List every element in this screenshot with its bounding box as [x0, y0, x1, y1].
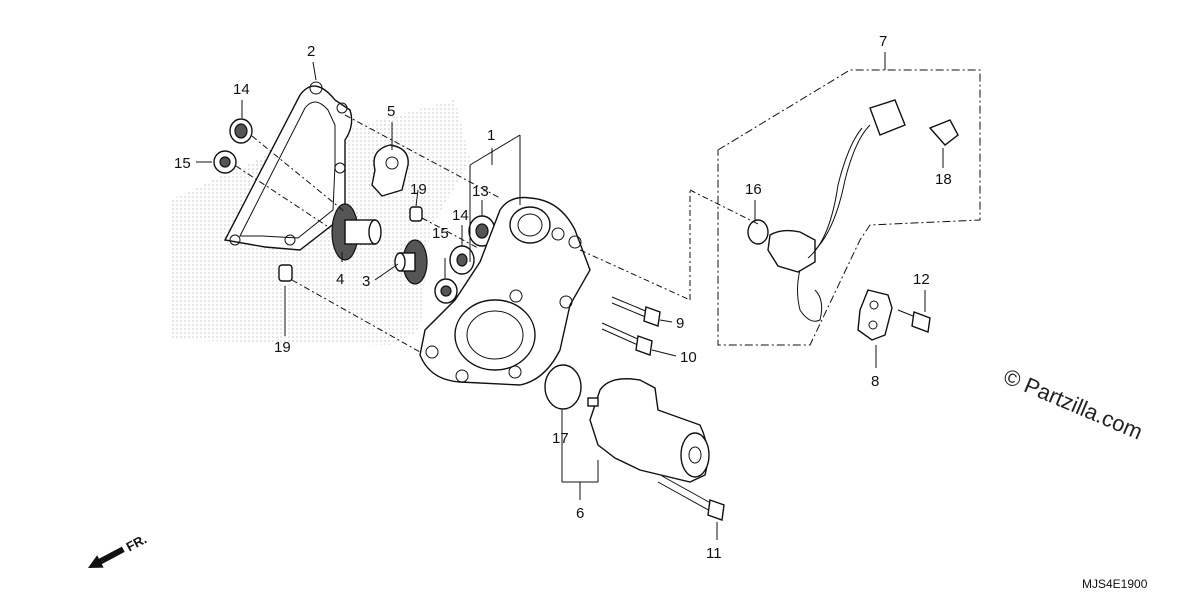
shift-angle-sensor: [767, 99, 906, 322]
dowel-pin-upper: [409, 206, 423, 222]
diagram-code: MJS4E1900: [1082, 577, 1148, 591]
bearing-center-14: [449, 245, 475, 275]
callout-9: 9: [676, 315, 684, 332]
callout-17: 17: [552, 430, 569, 447]
callout-11: 11: [706, 545, 722, 562]
bolt-9: [611, 296, 661, 327]
callout-1: 1: [487, 127, 495, 144]
bolt-11: [657, 475, 725, 521]
leader-lines: [235, 114, 761, 353]
shift-motor: [587, 378, 710, 483]
callout-6: 6: [576, 505, 584, 522]
callout-15-center: 15: [432, 225, 449, 242]
sensor-assembly-outline: [717, 69, 981, 346]
callout-13: 13: [472, 183, 489, 200]
bearing-left-upper: [229, 118, 253, 144]
bolt-12: [897, 309, 931, 333]
callout-15-left: 15: [174, 155, 191, 172]
callout-3: 3: [362, 273, 370, 290]
callout-16: 16: [745, 181, 762, 198]
o-ring-17: [544, 364, 582, 410]
callout-12: 12: [913, 271, 930, 288]
sensor-mounting-plate: [857, 289, 893, 341]
bolt-10: [601, 322, 653, 356]
callout-7: 7: [879, 33, 887, 50]
bearing-center-15: [434, 278, 458, 304]
callout-8: 8: [871, 373, 879, 390]
callout-19-upper: 19: [410, 181, 427, 198]
callout-leaders: [196, 52, 944, 540]
partzilla-watermark: © Partzilla.com: [1000, 364, 1146, 445]
dowel-pin-lower: [278, 264, 293, 282]
callout-5: 5: [387, 103, 395, 120]
o-ring-16: [747, 219, 769, 245]
callout-10: 10: [680, 349, 697, 366]
callout-numbers: 14 15 2 5 19 4 3 19 13 14 15 1 7 16 18 1…: [174, 33, 952, 562]
connector-clip-18: [928, 119, 959, 146]
gasket: [223, 81, 353, 251]
front-direction-arrow: FR.: [88, 531, 150, 568]
bearing-left-lower: [213, 150, 237, 174]
callout-14-left: 14: [233, 81, 250, 98]
callout-18: 18: [935, 171, 952, 188]
front-marker-label: FR.: [124, 531, 150, 554]
callout-19-lower: 19: [274, 339, 291, 356]
reduction-gear: [331, 203, 382, 261]
idle-gear: [394, 239, 428, 285]
callout-4: 4: [336, 271, 344, 288]
sector-gear: [371, 144, 409, 197]
callout-2: 2: [307, 43, 315, 60]
shift-motor-housing: [419, 196, 591, 386]
callout-14-center: 14: [452, 207, 469, 224]
